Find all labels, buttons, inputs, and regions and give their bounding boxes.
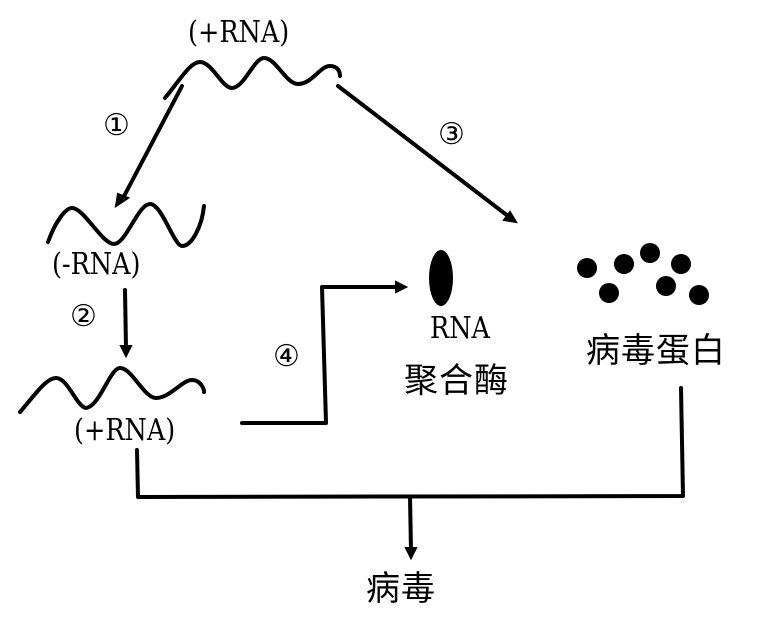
label-step1: ① [103, 108, 130, 143]
arrow-virus-head [404, 547, 418, 561]
label-step4: ④ [273, 339, 300, 374]
label-rna-plus-top: (+RNA) [188, 15, 290, 50]
viral-protein-dots [577, 243, 709, 305]
protein-dot [640, 243, 660, 263]
rna-minus-strand [46, 202, 206, 248]
rna-polymerase-shape [429, 250, 453, 306]
protein-dot [689, 285, 709, 305]
protein-dot [599, 283, 619, 303]
arrow-step3-head [502, 210, 518, 224]
rna-plus-top-strand [163, 56, 342, 100]
assembly-bracket-line [135, 386, 685, 499]
arrow-virus-line [408, 495, 413, 552]
protein-dot [656, 276, 676, 296]
label-polymerase: 聚合酶 [404, 361, 509, 401]
arrow-step2-line [123, 288, 128, 350]
label-polymerase-rna: RNA [430, 311, 490, 346]
label-step2: ② [70, 299, 97, 334]
label-step3: ③ [438, 117, 465, 152]
protein-dot [577, 258, 597, 278]
rna-plus-bottom-strand [18, 366, 206, 414]
arrow-step2-head [119, 345, 133, 359]
label-virus: 病毒 [366, 569, 436, 609]
arrow-step1-line [120, 84, 184, 202]
protein-dot [614, 254, 634, 274]
label-rna-minus: (-RNA) [52, 247, 141, 282]
arrow-step4-line [240, 285, 400, 425]
arrow-step3-line [336, 84, 510, 218]
protein-dot [671, 254, 691, 274]
label-viral-protein: 病毒蛋白 [586, 331, 726, 371]
arrow-step1-head [114, 192, 131, 209]
arrow-step4-head [395, 280, 409, 294]
label-rna-plus-bottom: (+RNA) [74, 413, 176, 448]
